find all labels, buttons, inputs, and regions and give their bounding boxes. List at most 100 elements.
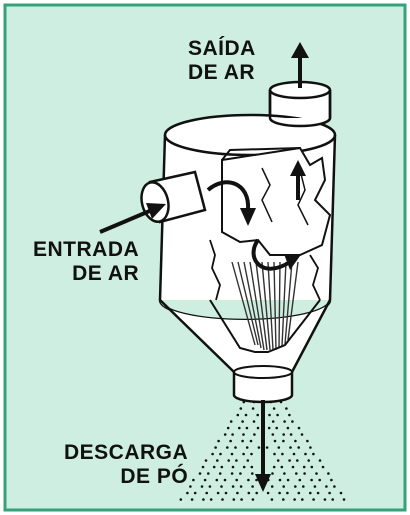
dust-dot [304,453,307,456]
dust-dot [290,433,293,436]
dust-dot [322,466,325,469]
dust-dot [319,459,322,462]
dust-dot [271,498,274,501]
dust-dot [235,459,238,462]
dust-dot [246,446,249,449]
dust-dot [275,427,278,430]
dust-dot [271,472,274,475]
dust-dot [243,466,246,469]
dust-dot [294,440,297,443]
dust-dot [221,466,224,469]
dust-discharge-label-line-1: DESCARGA [64,441,188,465]
air-inlet-label: ENTRADA DE AR [33,238,139,286]
dust-dot [252,498,255,501]
dust-dot [253,433,256,436]
dust-dot [221,498,224,501]
dust-dot [231,453,234,456]
dust-dot [331,498,334,501]
air-outlet-label-line-2: DE AR [188,61,256,85]
dust-dot [186,492,189,495]
dust-dot [270,401,273,404]
dust-dot [343,498,346,501]
dust-dot [224,433,227,436]
dust-dot [255,492,258,495]
dust-dot [209,485,212,488]
dust-dot [232,466,235,469]
dust-dot [216,459,219,462]
dust-dot [282,440,285,443]
dust-dot [226,446,229,449]
dust-dot [236,492,239,495]
dust-dot [267,479,270,482]
dust-dot [282,498,285,501]
dust-dot [267,492,270,495]
dust-dot [235,479,238,482]
dust-dot [292,466,295,469]
dust-dot [288,459,291,462]
dust-discharge-label-line-2: DE PÓ [64,465,188,489]
dust-dot [307,459,310,462]
dust-dot [317,492,320,495]
dust-dot [281,466,284,469]
dust-dot [271,485,274,488]
dust-dot [274,440,277,443]
dust-dot [229,440,232,443]
dust-dot [250,453,253,456]
dust-dot [227,459,230,462]
dust-dot [340,492,343,495]
dust-dot [298,427,301,430]
dust-dot [312,453,315,456]
dust-dot [253,401,256,404]
dust-dot [201,485,204,488]
dust-dot [257,427,260,430]
dust-dot [245,414,248,417]
dust-dot [282,433,285,436]
dust-dot [281,453,284,456]
dust-dot [240,407,243,410]
dust-dot [272,433,275,436]
dust-dot [273,466,276,469]
dust-dot [219,472,222,475]
dust-dot [239,472,242,475]
dust-dot [252,407,255,410]
dust-dot [285,407,288,410]
dust-dot [256,414,259,417]
dust-dot [268,427,271,430]
air-inlet-label-line-2: DE AR [33,262,139,286]
dust-dot [232,485,235,488]
dust-dot [282,485,285,488]
dust-dot [306,440,309,443]
dust-dot [217,492,220,495]
dust-dot [180,498,183,501]
dust-dot [225,492,228,495]
air-outlet-label-line-1: SAÍDA [188,37,256,61]
dust-dot [303,472,306,475]
dust-dot [204,479,207,482]
dust-dot [240,498,243,501]
dust-dot [279,479,282,482]
dust-dot [247,479,250,482]
dust-dot [293,498,296,501]
dust-dot [251,485,254,488]
dust-dot [210,498,213,501]
dust-dot [301,498,304,501]
dust-dot [301,433,304,436]
dust-discharge-label: DESCARGA DE PÓ [64,441,188,489]
dust-dot [224,479,227,482]
dust-dot [272,420,275,423]
dust-dot [268,414,271,417]
dust-dot [211,453,214,456]
dust-dot [216,479,219,482]
dust-dot [202,498,205,501]
dust-dot [217,440,220,443]
dust-dot [298,492,301,495]
dust-dot [191,498,194,501]
dust-dot [297,446,300,449]
dust-dot [238,427,241,430]
dust-dot [315,472,318,475]
dust-dot [309,446,312,449]
dust-dot [314,485,317,488]
dust-dot [243,401,246,404]
dust-dot [207,472,210,475]
